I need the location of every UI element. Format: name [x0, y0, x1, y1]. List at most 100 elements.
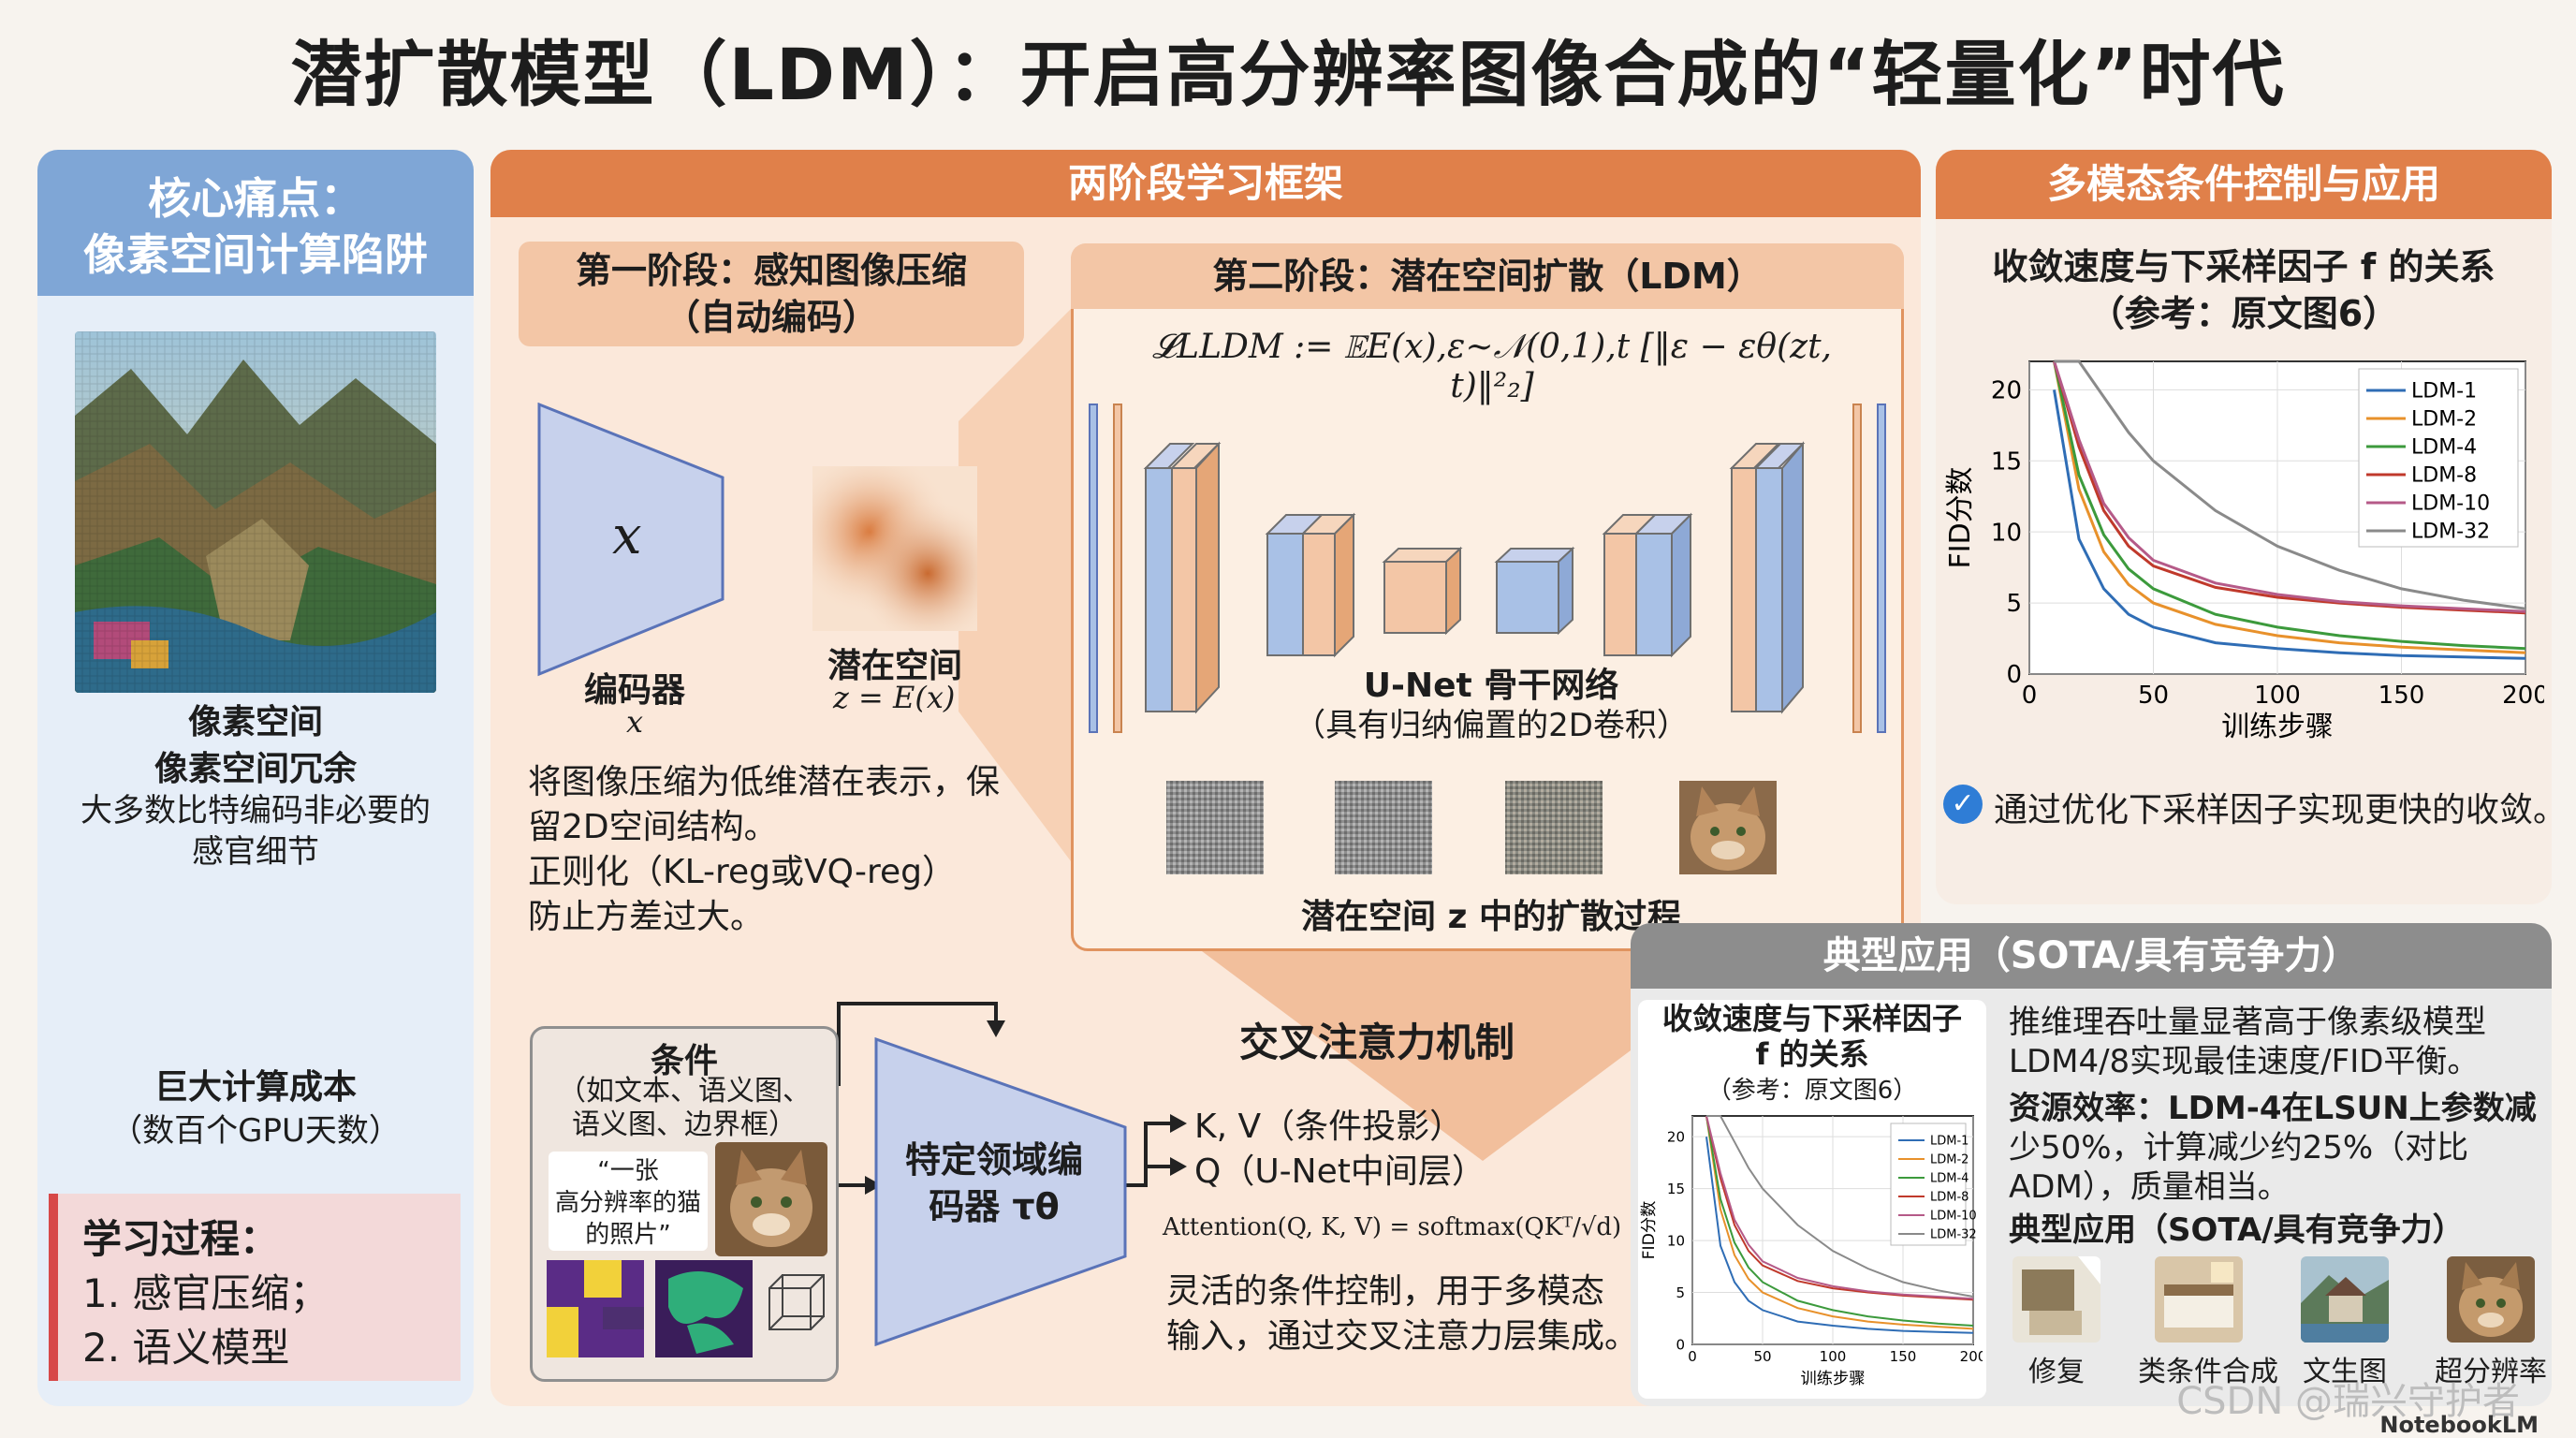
- watermark: CSDN @瑞兴守护者: [2176, 1380, 2520, 1423]
- legend-box: [2358, 368, 2519, 548]
- stage1-desc-3: 正则化（KL-reg或VQ-reg）: [528, 853, 956, 891]
- series-line-ldm-32: [1706, 1115, 1974, 1298]
- legend-entry: LDM-32: [1930, 1228, 1977, 1242]
- cross-desc-1: 灵活的条件控制，用于多模态: [1166, 1272, 1605, 1311]
- app-label-class-conditional: 类条件合成: [2138, 1356, 2278, 1388]
- y-tick-label: 20: [1991, 376, 2022, 404]
- stage2-title: 第二阶段：潜在空间扩散（LDM）: [1071, 243, 1904, 309]
- latent-label: 潜在空间: [827, 647, 963, 685]
- x-tick-label: 200: [2502, 682, 2544, 710]
- attention-formula: Attention(Q, K, V) = softmax(QKᵀ/√d) · V: [1163, 1213, 1662, 1241]
- series-line-ldm-1: [2053, 389, 2526, 660]
- x-tick-label: 100: [1820, 1348, 1847, 1365]
- cat-photo-condition: [715, 1142, 827, 1256]
- series-line-ldm-10: [2053, 360, 2526, 613]
- redundancy-title: 像素空间冗余: [154, 750, 357, 788]
- rt-subtitle-2: （参考：原文图6）: [2088, 293, 2399, 334]
- y-tick-label: 15: [1991, 448, 2022, 476]
- legend-entry: LDM-32: [2411, 521, 2490, 544]
- condition-text-card: “一张 高分辨率的猫 的照片”: [549, 1152, 708, 1251]
- legend-entry: LDM-4: [2411, 436, 2477, 460]
- kv-label: K, V（条件投影）: [1194, 1108, 1464, 1146]
- learn-title: 学习过程：: [82, 1216, 280, 1262]
- encoder-symbol: x: [612, 506, 642, 566]
- stage1-title-1: 第一阶段：感知图像压缩: [575, 250, 967, 291]
- redundancy-desc-1: 大多数比特编码非必要的: [80, 792, 431, 829]
- learning-process-box: 学习过程： 1. 感官压缩； 2. 语义模型: [49, 1194, 461, 1381]
- series-line-ldm-8: [1705, 1115, 1974, 1301]
- applications-header: 典型应用（SOTA/具有竞争力）: [1631, 923, 2552, 989]
- stage1-desc-4: 防止方差过大。: [528, 898, 765, 936]
- x-tick-label: 100: [2254, 682, 2301, 710]
- y-tick-label: 15: [1667, 1181, 1685, 1197]
- diffusion-label: 潜在空间 z 中的扩散过程: [1300, 898, 1682, 936]
- x-axis-label: 训练步骤: [1800, 1370, 1865, 1387]
- legend-entry: LDM-1: [1930, 1135, 1969, 1149]
- y-tick-label: 5: [1676, 1284, 1685, 1301]
- notebooklm-logo: NotebookLM: [2379, 1412, 2539, 1438]
- x-axis-label: 训练步骤: [2221, 711, 2334, 740]
- y-axis-label: FID分数: [1640, 1201, 1659, 1260]
- x-tick-label: 50: [2138, 682, 2169, 710]
- app-image-inpainting: [2012, 1256, 2100, 1343]
- y-tick-label: 10: [1991, 519, 2022, 547]
- series-line-ldm-4: [1705, 1115, 1974, 1327]
- rb-p2c: ADM），质量相当。: [2009, 1168, 2290, 1206]
- app-image-class-conditional: [2155, 1256, 2243, 1343]
- x-tick-label: 0: [1688, 1348, 1697, 1365]
- y-tick-label: 0: [2006, 661, 2022, 689]
- condition-desc-2: 语义图、边界框）: [572, 1108, 797, 1141]
- y-tick-label: 10: [1667, 1232, 1685, 1249]
- pixel-space-label: 像素空间: [187, 703, 323, 741]
- legend-box: [1890, 1123, 1967, 1246]
- rb-p2b: 少50%，计算减少约25%（对比: [2009, 1129, 2469, 1167]
- tau-label-2: 码器 τθ: [929, 1186, 1060, 1227]
- cost-desc: （数百个GPU天数）: [110, 1112, 401, 1150]
- y-tick-label: 0: [1676, 1336, 1685, 1353]
- mini-title-1: 收敛速度与下采样因子: [1661, 1001, 1962, 1036]
- y-tick-label: 20: [1667, 1128, 1685, 1145]
- condition-desc-1: （如文本、语义图、: [558, 1075, 811, 1108]
- loss-formula: 𝓛LLDM := 𝔼E(x),ε∼𝒩(0,1),t [‖ε − εθ(zt, t…: [1151, 328, 1832, 405]
- mini-ref: （参考：原文图6）: [1706, 1077, 1918, 1105]
- page-title: 潜扩散模型（LDM）：开启高分辨率图像合成的“轻量化”时代: [290, 33, 2286, 116]
- legend-entry: LDM-10: [2411, 492, 2490, 516]
- cost-title: 巨大计算成本: [154, 1068, 357, 1107]
- pain-point-panel: 核心痛点： 像素空间计算陷阱 像素空间 像素空间冗余 大多数比特编码非必要的 感…: [37, 150, 474, 1406]
- stage1-desc-1: 将图像压缩为低维潜在表示，保: [528, 763, 1001, 801]
- stage1-title-2: （自动编码）: [664, 297, 878, 338]
- stage1-title-box: 第一阶段：感知图像压缩 （自动编码）: [519, 242, 1024, 346]
- unet-diagram: [1089, 404, 1886, 874]
- series-line-ldm-10: [1705, 1115, 1974, 1300]
- app-label-inpainting: 修复: [2028, 1356, 2085, 1388]
- cross-desc-2: 输入，通过交叉注意力层集成。: [1166, 1317, 1639, 1356]
- tau-encoder-trapezoid: [874, 1037, 1127, 1346]
- encoder-sub: x: [626, 704, 644, 740]
- rt-check-text: 通过优化下采样因子实现更快的收敛。: [1994, 791, 2568, 829]
- mini-title-2: f 的关系: [1755, 1036, 1869, 1072]
- redundancy-desc-2: 感官细节: [192, 833, 319, 871]
- x-tick-label: 150: [2378, 682, 2425, 710]
- cross-attention-title: 交叉注意力机制: [1239, 1020, 1515, 1065]
- unet-label-2: （具有归纳偏置的2D卷积）: [1294, 707, 1689, 744]
- pain-point-header: 核心痛点： 像素空间计算陷阱: [37, 150, 474, 296]
- two-stage-panel: 两阶段学习框架 第一阶段：感知图像压缩 （自动编码） x 编码器 x 潜在空间 …: [490, 150, 1921, 1406]
- latent-space-image: [812, 466, 977, 631]
- two-stage-header: 两阶段学习框架: [490, 150, 1921, 217]
- applications-panel: 典型应用（SOTA/具有竞争力） 收敛速度与下采样因子 f 的关系 （参考：原文…: [1631, 923, 2552, 1406]
- learn-item-2: 2. 语义模型: [82, 1325, 290, 1371]
- x-tick-label: 150: [1890, 1348, 1917, 1365]
- semantic-maps: [547, 1260, 825, 1357]
- cond-text-line-3: 的照片”: [585, 1221, 671, 1249]
- series-line-ldm-2: [2053, 360, 2526, 654]
- learn-item-1: 1. 感官压缩；: [82, 1270, 329, 1316]
- app-image-super-resolution: [2447, 1256, 2535, 1343]
- cond-text-line-2: 高分辨率的猫: [554, 1189, 701, 1217]
- x-tick-label: 200: [1960, 1348, 1983, 1365]
- rb-p3: 典型应用（SOTA/具有竞争力）: [2009, 1211, 2465, 1249]
- legend-entry: LDM-8: [1930, 1191, 1969, 1205]
- y-tick-label: 5: [2006, 590, 2022, 618]
